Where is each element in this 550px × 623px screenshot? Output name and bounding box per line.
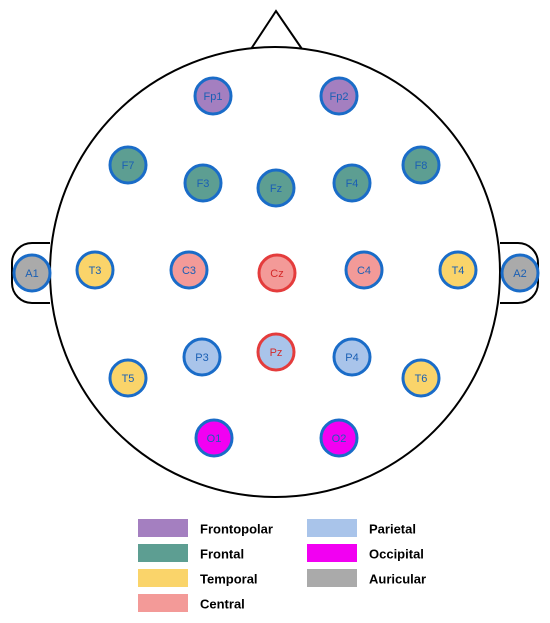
electrode-fp1: Fp1 [193, 76, 233, 116]
legend-swatch-frontal [138, 544, 188, 562]
electrode-o1-marker [194, 418, 234, 458]
electrode-f7: F7 [108, 145, 148, 185]
legend-item-temporal: Temporal [138, 569, 258, 587]
electrode-p3-marker [182, 337, 222, 377]
electrode-t4-label: T4 [452, 265, 465, 277]
electrode-o2: O2 [319, 418, 359, 458]
electrode-o1: O1 [194, 418, 234, 458]
electrode-c4: C4 [344, 250, 384, 290]
electrode-t3: T3 [75, 250, 115, 290]
electrode-f8-marker [401, 145, 441, 185]
electrode-t6-label: T6 [415, 373, 428, 385]
electrode-c3-marker [169, 250, 209, 290]
electrode-o2-label: O2 [332, 433, 347, 445]
electrode-t4-marker [438, 250, 478, 290]
electrode-p3-label: P3 [195, 352, 208, 364]
left-ear [11, 242, 50, 304]
electrode-c3-label: C3 [182, 265, 196, 277]
electrode-a1-marker [12, 253, 52, 293]
legend-item-central: Central [138, 594, 245, 612]
electrode-c3: C3 [169, 250, 209, 290]
electrode-c4-label: C4 [357, 265, 371, 277]
electrode-a1-label: A1 [25, 268, 38, 280]
electrode-a2-marker [500, 253, 540, 293]
electrode-fz: Fz [256, 168, 296, 208]
electrode-t6-marker [401, 358, 441, 398]
electrode-pz-marker [256, 332, 296, 372]
nose [250, 9, 303, 50]
legend-label-central: Central [200, 597, 245, 612]
electrode-o2-marker [319, 418, 359, 458]
electrode-p3: P3 [182, 337, 222, 377]
legend-swatch-temporal [138, 569, 188, 587]
electrode-pz-label: Pz [270, 347, 283, 359]
legend-label-temporal: Temporal [200, 572, 258, 587]
electrode-t3-label: T3 [89, 265, 102, 277]
electrode-f8-label: F8 [415, 160, 428, 172]
electrode-fp2-marker [319, 76, 359, 116]
electrode-fz-marker [256, 168, 296, 208]
electrode-p4-label: P4 [345, 352, 358, 364]
electrode-t6: T6 [401, 358, 441, 398]
electrode-f4-label: F4 [346, 178, 359, 190]
electrode-a2: A2 [500, 253, 540, 293]
electrode-fp1-marker [193, 76, 233, 116]
electrode-f4: F4 [332, 163, 372, 203]
legend-item-auricular: Auricular [307, 569, 426, 587]
electrode-p4-marker [332, 337, 372, 377]
electrode-t5-label: T5 [122, 373, 135, 385]
legend-swatch-occipital [307, 544, 357, 562]
electrode-fz-label: Fz [270, 183, 282, 195]
electrode-a1: A1 [12, 253, 52, 293]
electrode-t5: T5 [108, 358, 148, 398]
electrode-pz: Pz [256, 332, 296, 372]
electrode-fp1-label: Fp1 [204, 91, 223, 103]
legend-label-parietal: Parietal [369, 522, 416, 537]
electrode-fp2: Fp2 [319, 76, 359, 116]
legend-item-occipital: Occipital [307, 544, 424, 562]
electrode-t3-marker [75, 250, 115, 290]
electrode-fp2-label: Fp2 [330, 91, 349, 103]
legend-swatch-auricular [307, 569, 357, 587]
legend-label-frontal: Frontal [200, 547, 244, 562]
electrode-f4-marker [332, 163, 372, 203]
electrode-cz-label: Cz [270, 268, 283, 280]
electrode-cz-marker [257, 253, 297, 293]
electrode-a2-label: A2 [513, 268, 526, 280]
legend-label-occipital: Occipital [369, 547, 424, 562]
electrode-f8: F8 [401, 145, 441, 185]
legend-swatch-parietal [307, 519, 357, 537]
electrode-f3-label: F3 [197, 178, 210, 190]
electrode-f3-marker [183, 163, 223, 203]
electrode-p4: P4 [332, 337, 372, 377]
electrode-cz: Cz [257, 253, 297, 293]
legend-label-frontopolar: Frontopolar [200, 522, 273, 537]
legend-item-frontopolar: Frontopolar [138, 519, 273, 537]
legend-swatch-frontopolar [138, 519, 188, 537]
legend-swatch-central [138, 594, 188, 612]
electrode-t4: T4 [438, 250, 478, 290]
electrode-o1-label: O1 [207, 433, 222, 445]
legend-item-parietal: Parietal [307, 519, 416, 537]
legend-label-auricular: Auricular [369, 572, 426, 587]
electrode-f3: F3 [183, 163, 223, 203]
electrode-f7-marker [108, 145, 148, 185]
electrode-c4-marker [344, 250, 384, 290]
electrode-f7-label: F7 [122, 160, 135, 172]
legend-item-frontal: Frontal [138, 544, 244, 562]
electrode-t5-marker [108, 358, 148, 398]
